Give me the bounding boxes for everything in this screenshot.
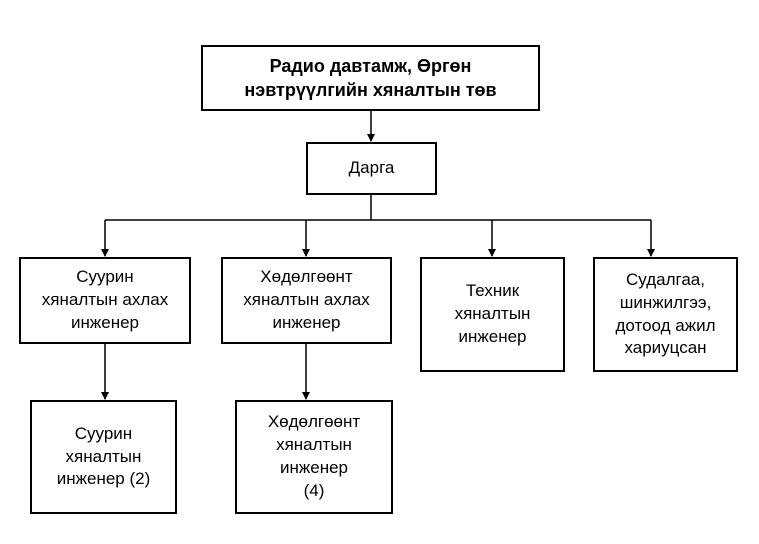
department-box-research: Судалгаа, шинжилгээ, дотоод ажил хариуцс… bbox=[593, 257, 738, 372]
org-root-label: Радио давтамж, Өргөн нэвтрүүлгийн хяналт… bbox=[244, 55, 497, 100]
sub-unit-box-mobile: Хөдөлгөөнт хяналтын инженер (4) bbox=[235, 400, 393, 514]
sub-unit-label: Суурин хяналтын инженер (2) bbox=[56, 423, 151, 489]
sub-unit-label: Хөдөлгөөнт хяналтын инженер (4) bbox=[267, 412, 361, 500]
head-box: Дарга bbox=[306, 142, 437, 195]
department-label: Суурин хяналтын ахлах инженер bbox=[41, 267, 169, 332]
org-root-box: Радио давтамж, Өргөн нэвтрүүлгийн хяналт… bbox=[201, 45, 540, 111]
head-label: Дарга bbox=[348, 158, 395, 178]
sub-unit-box-stationary: Суурин хяналтын инженер (2) bbox=[30, 400, 177, 514]
department-box-stationary-senior: Суурин хяналтын ахлах инженер bbox=[19, 257, 191, 344]
department-label: Судалгаа, шинжилгээ, дотоод ажил хариуцс… bbox=[615, 269, 716, 358]
department-label: Техник хяналтын инженер bbox=[454, 281, 531, 346]
department-box-technical: Техник хяналтын инженер bbox=[420, 257, 565, 372]
department-label: Хөдөлгөөнт хяналтын ахлах инженер bbox=[243, 267, 370, 332]
department-box-mobile-senior: Хөдөлгөөнт хяналтын ахлах инженер bbox=[221, 257, 392, 344]
